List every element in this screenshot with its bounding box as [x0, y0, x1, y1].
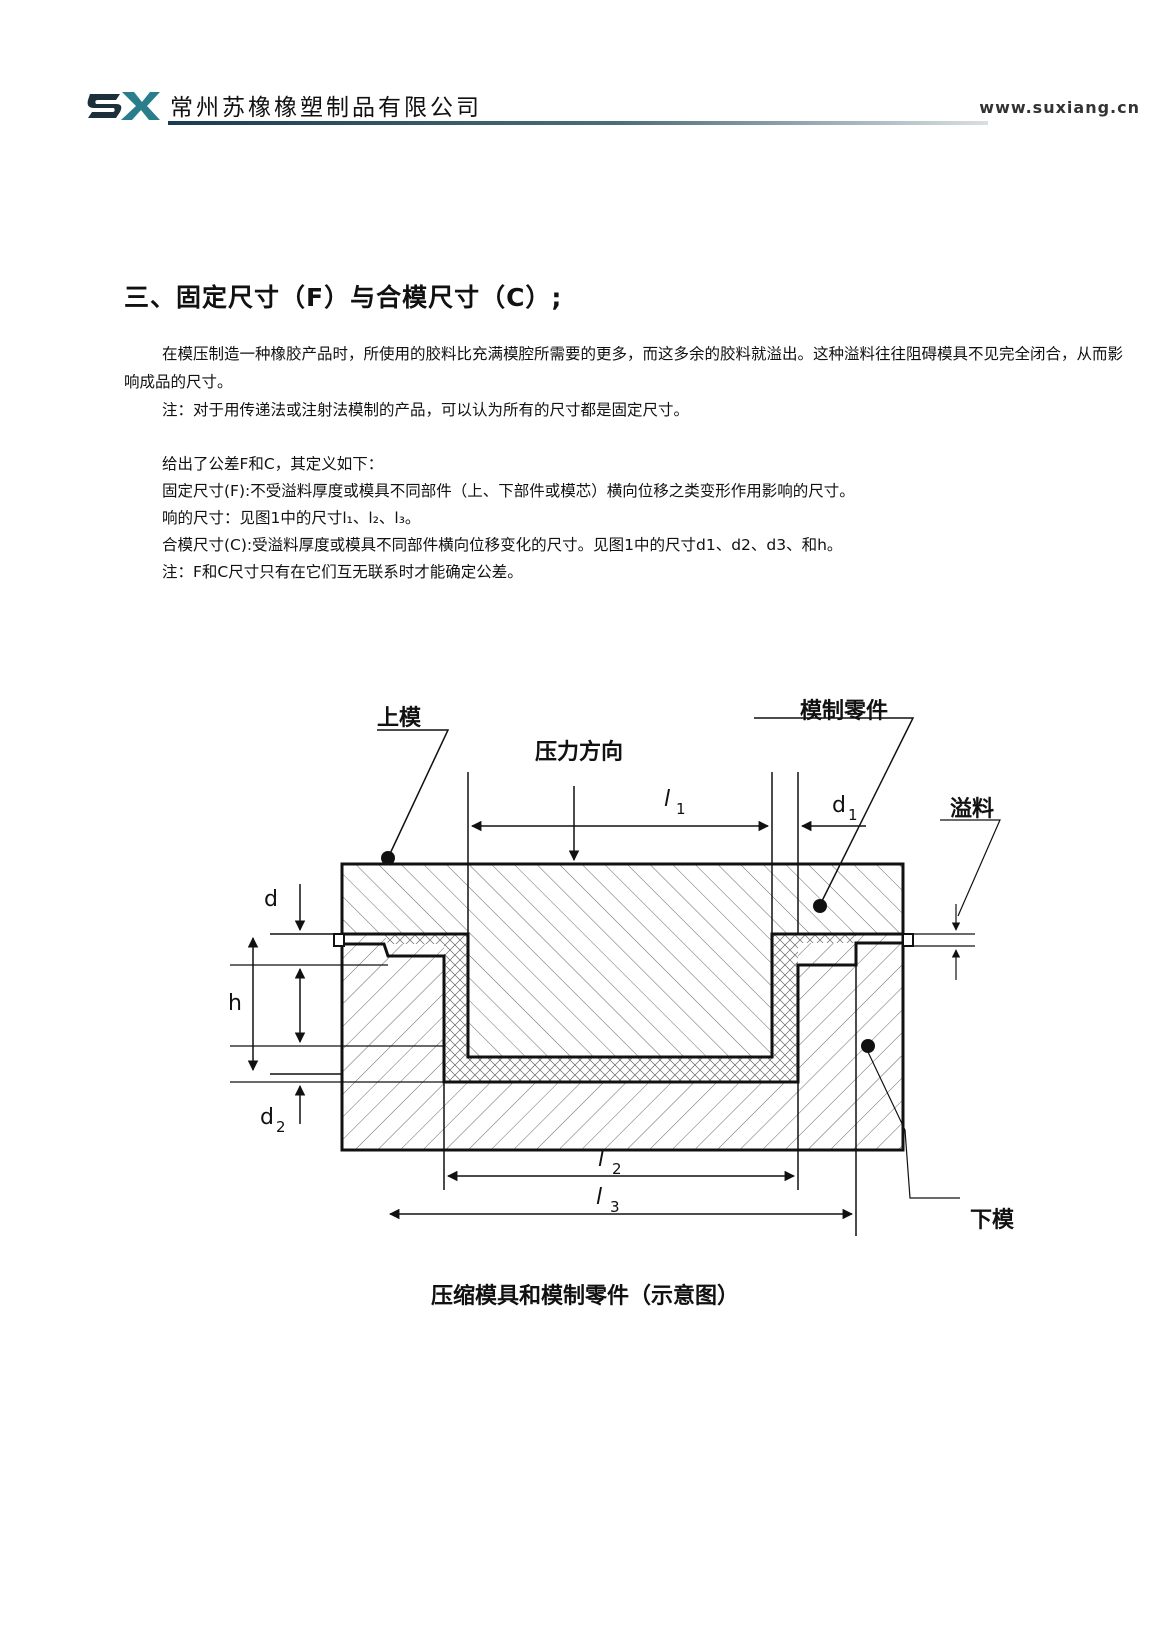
diagram-polyline — [754, 717, 915, 906]
tolerance-intro: 给出了公差F和C，其定义如下： — [162, 455, 384, 473]
paragraph-1: 在模压制造一种橡胶产品时，所使用的胶料比充满模腔所需要的更多，而这多余的胶料就溢… — [124, 345, 1124, 391]
section-heading: 三、固定尺寸（F）与合模尺寸（C）; — [124, 283, 563, 312]
diagram-polyline — [940, 819, 1001, 917]
diagram-circle — [861, 1039, 875, 1053]
label-lower-mold: 下模 — [970, 1208, 1015, 1233]
diagram-polyline — [377, 729, 450, 859]
label-d2-sub: 2 — [276, 1118, 286, 1136]
diagram-path — [342, 941, 903, 1084]
header-divider — [168, 121, 988, 125]
label-l1-sub: 1 — [676, 800, 686, 818]
label-l2-sub: 2 — [612, 1160, 622, 1178]
label-d1-sub: 1 — [848, 806, 858, 824]
label-l2: l — [598, 1147, 604, 1172]
label-d1: d — [832, 793, 846, 818]
company-name: 常州苏橡橡塑制品有限公司 — [170, 95, 482, 121]
label-flash: 溢料 — [950, 796, 994, 822]
diagram-caption: 压缩模具和模制零件（示意图） — [430, 1284, 739, 1309]
logo-text: SX — [86, 86, 88, 87]
company-logo: SX — [86, 86, 160, 120]
note-2: 注：F和C尺寸只有在它们互无联系时才能确定公差。 — [162, 563, 523, 581]
label-l3-sub: 3 — [610, 1198, 620, 1216]
note-1: 注：对于用传递法或注射法模制的产品，可以认为所有的尺寸都是固定尺寸。 — [162, 401, 690, 419]
label-l1: l — [664, 787, 670, 812]
website-link[interactable]: www.suxiang.cn — [979, 98, 1140, 117]
diagram-rect — [340, 862, 905, 1152]
label-pressure-direction: 压力方向 — [535, 739, 623, 765]
mold-diagram: 上模 压力方向 模制零件 溢料 下模 d h d 2 d 1 l 1 l 2 l… — [228, 699, 1015, 1236]
diagram-rect — [333, 933, 345, 947]
lower-mold-body — [342, 934, 903, 1150]
diagram-polyline — [867, 1051, 960, 1199]
diagram-path — [121, 92, 160, 120]
closure-dimension-definition: 合模尺寸(C):受溢料厚度或模具不同部件横向位移变化的尺寸。见图1中的尺寸d1、… — [162, 536, 843, 554]
label-d2: d — [260, 1105, 274, 1130]
upper-mold-body — [342, 864, 903, 1057]
diagram-rect — [902, 933, 914, 947]
page-header: SX 常州苏橡橡塑制品有限公司 www.suxiang.cn — [0, 0, 1170, 140]
label-l3: l — [596, 1185, 602, 1210]
fixed-dimension-definition: 固定尺寸(F):不受溢料厚度或模具不同部件（上、下部件或模芯）横向位移之类变形作… — [162, 482, 855, 500]
label-molded-part: 模制零件 — [800, 699, 888, 724]
label-d: d — [264, 887, 278, 912]
label-upper-mold: 上模 — [377, 706, 422, 731]
diagram-path — [342, 932, 903, 1059]
diagram-circle — [813, 899, 827, 913]
fixed-dimension-reference: 响的尺寸：见图1中的尺寸l₁、l₂、l₃。 — [162, 509, 421, 527]
label-h: h — [228, 991, 242, 1016]
diagram-circle — [381, 851, 395, 865]
diagram-path — [87, 94, 122, 118]
